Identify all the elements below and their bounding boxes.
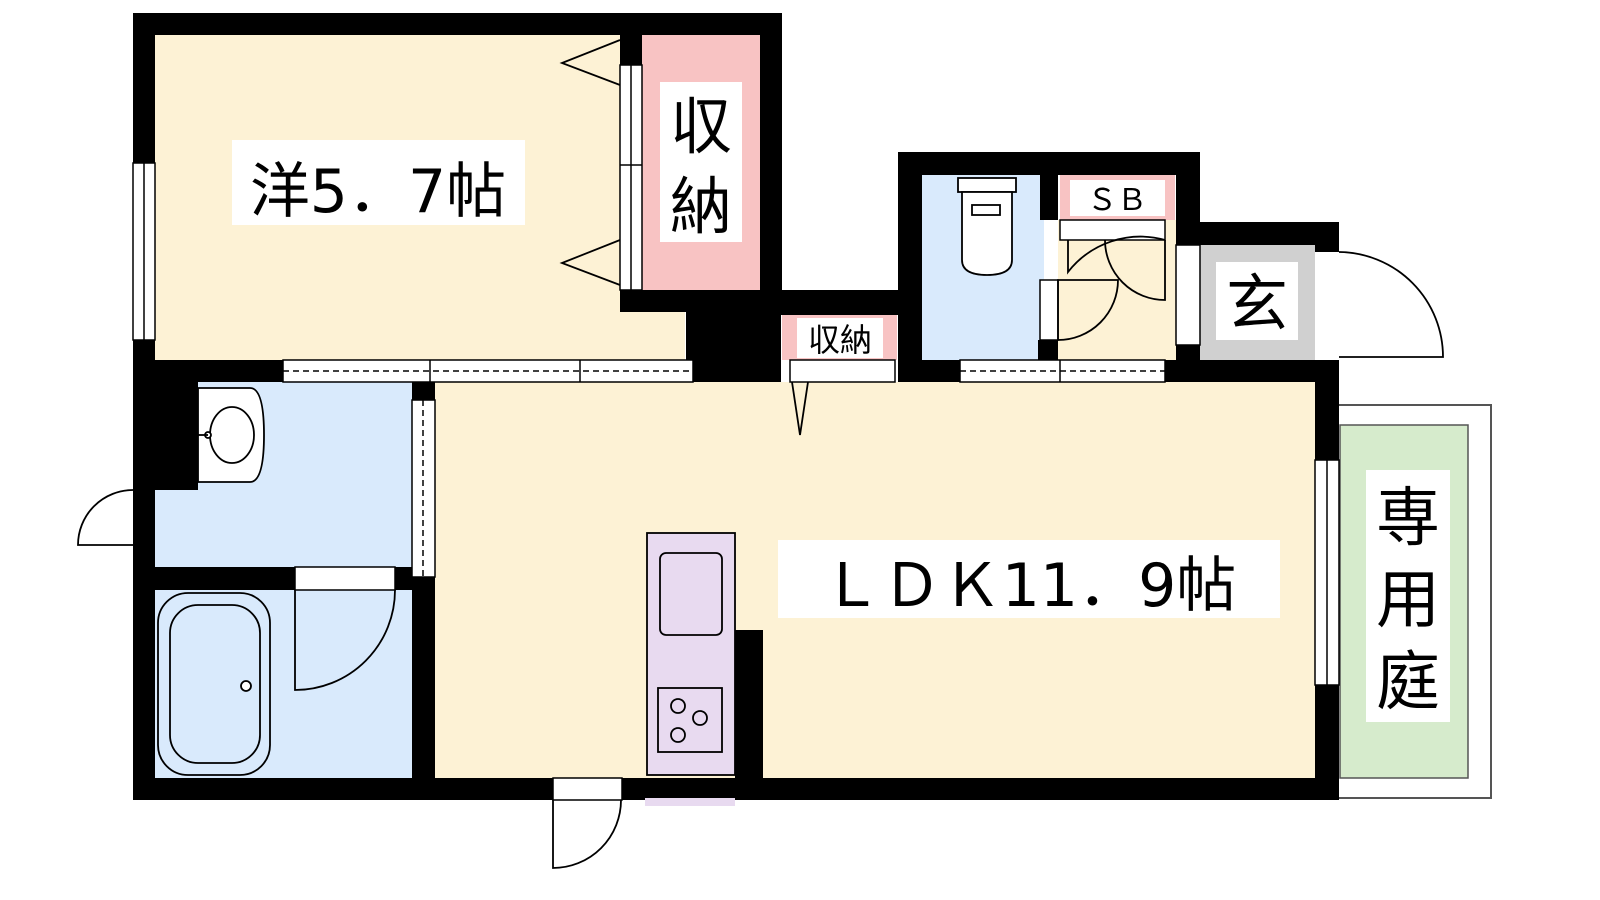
ldk-label: ＬＤＫ11．9帖 (822, 551, 1237, 621)
entrance-label-bg (1216, 262, 1298, 340)
western-room-label-bg (232, 140, 525, 225)
western-room-label: 洋5．7帖 (250, 157, 506, 227)
large-closet-label-bg (660, 82, 742, 242)
kitchen-counter (646, 532, 736, 776)
bathtub-fixture (157, 592, 271, 776)
shoe-box-label: ＳＢ (1087, 183, 1147, 218)
small-closet-label-bg (797, 318, 883, 358)
walls (133, 13, 1339, 800)
garden-label-bg (1366, 470, 1450, 722)
large-closet-label-top: 収 (670, 90, 732, 163)
door-swings (77, 39, 1444, 869)
garden-label-1: 専 (1376, 482, 1440, 556)
garden-label-3: 庭 (1376, 646, 1440, 720)
toilet-fixture (957, 177, 1017, 276)
small-closet-label: 収納 (808, 321, 872, 359)
large-closet-label-bottom: 納 (670, 170, 732, 243)
shoe-box-label-bg (1070, 180, 1165, 216)
windows (132, 64, 1340, 806)
entrance-label: 玄 (1226, 267, 1288, 340)
washbasin-fixture (197, 387, 265, 483)
ldk-label-bg (778, 540, 1280, 618)
garden-label-2: 用 (1376, 564, 1440, 638)
